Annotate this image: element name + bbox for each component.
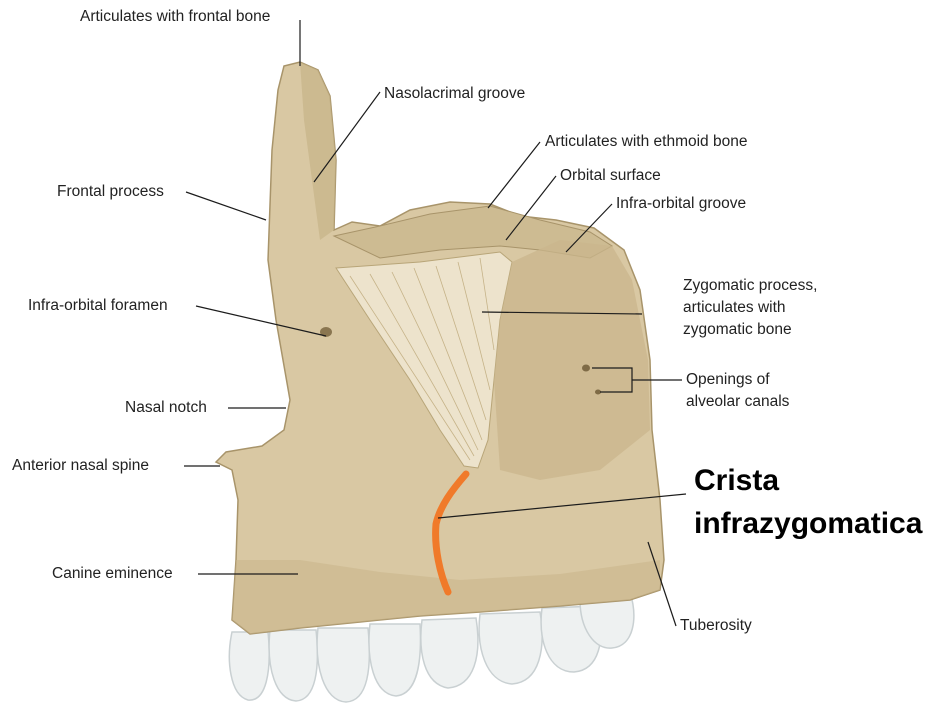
label-crista-line2: infrazygomatica [694, 507, 923, 540]
label-openings-2: alveolar canals [686, 393, 790, 410]
label-articulates-ethmoid: Articulates with ethmoid bone [545, 133, 747, 150]
label-crista-line1: Crista [694, 464, 779, 497]
alveolar-opening-1 [582, 365, 590, 372]
label-zygomatic-process-2: articulates with [683, 299, 786, 316]
label-zygomatic-process-3: zygomatic bone [683, 321, 792, 338]
label-anterior-nasal-spine: Anterior nasal spine [12, 457, 149, 474]
label-nasal-notch: Nasal notch [125, 399, 207, 416]
label-infraorbital-foramen: Infra-orbital foramen [28, 297, 168, 314]
label-canine-eminence: Canine eminence [52, 565, 173, 582]
label-zygomatic-process-1: Zygomatic process, [683, 277, 817, 294]
label-orbital-surface: Orbital surface [560, 167, 661, 184]
zygomatic-process-shade [494, 240, 650, 480]
label-openings-1: Openings of [686, 371, 770, 388]
label-nasolacrimal-groove: Nasolacrimal groove [384, 85, 525, 102]
maxilla-illustration [216, 62, 664, 702]
label-frontal-process: Frontal process [57, 183, 164, 200]
label-infraorbital-groove: Infra-orbital groove [616, 195, 746, 212]
label-articulates-frontal: Articulates with frontal bone [80, 8, 270, 25]
label-tuberosity: Tuberosity [680, 617, 752, 634]
